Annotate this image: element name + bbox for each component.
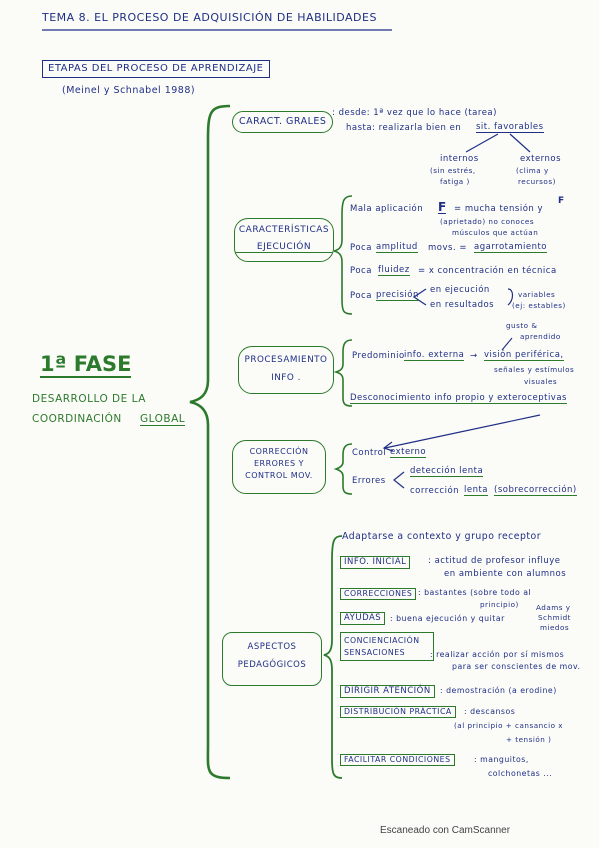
- ejecucion-box: CARACTERÍSTICAS EJECUCIÓN: [234, 218, 334, 262]
- ejec-mucha-tension: = mucha tensión y: [454, 204, 544, 214]
- facilitar-box: FACILITAR CONDICIONES: [340, 754, 455, 766]
- proc-predominio: Predominio: [352, 351, 405, 361]
- procesamiento-box-line1: PROCESAMIENTO: [244, 355, 328, 365]
- caract-externos: externos: [520, 154, 562, 164]
- concienciacion-b: para ser conscientes de mov.: [452, 662, 581, 671]
- facilitar-b: colchonetas ...: [488, 769, 553, 778]
- ejec-precision: precisión: [376, 290, 419, 301]
- correcciones-box: CORRECCIONES: [340, 588, 417, 600]
- proc-aprendido: aprendido: [520, 332, 561, 341]
- ejec-estables: (ej: estables): [512, 301, 566, 310]
- correc-errores: Errores: [352, 476, 386, 486]
- ejec-en-ejecucion: en ejecución: [430, 285, 490, 295]
- ejecucion-box-line2: EJECUCIÓN: [235, 243, 333, 253]
- correccion-box-line2: ERRORES Y: [253, 459, 305, 468]
- ejec-variables: variables: [518, 290, 556, 299]
- page-title: TEMA 8. EL PROCESO DE ADQUISICIÓN DE HAB…: [42, 11, 377, 24]
- concienciacion-box: CONCIENCIACIÓN SENSACIONES: [340, 632, 434, 662]
- caract-internos-sub2: fatiga ): [440, 177, 470, 186]
- ejec-fluidez: fluidez: [378, 265, 410, 276]
- correc-control: Control: [352, 448, 387, 458]
- caract-grales-box: CARACT. GRALES: [232, 111, 334, 133]
- aspectos-box-line2: PEDAGÓGICOS: [237, 659, 307, 670]
- concienciacion-box-line1: CONCIENCIACIÓN: [344, 636, 420, 645]
- authors-citation: (Meinel y Schnabel 1988): [62, 85, 196, 96]
- ayudas-a: : buena ejecución y quitar: [390, 614, 505, 623]
- correc-lenta: lenta: [464, 485, 489, 496]
- proc-visuales: visuales: [524, 377, 558, 386]
- info-inicial-a: : actitud de profesor influye: [428, 556, 561, 566]
- caract-externos-sub2: recursos): [518, 177, 556, 186]
- caract-sit-favorables: sit. favorables: [476, 122, 544, 133]
- ejec-agarrotamiento: agarrotamiento: [474, 242, 547, 253]
- caract-internos: internos: [440, 154, 479, 164]
- ayudas-box: AYUDAS: [340, 612, 386, 625]
- caract-hasta: hasta: realizarla bien en: [346, 123, 462, 133]
- correc-sobrecorreccion: (sobrecorrección): [494, 485, 577, 496]
- concienciacion-a: : realizar acción por sí mismos: [430, 650, 565, 659]
- correc-correccion: corrección: [410, 486, 460, 496]
- ejec-aprietado: (aprietado) no conoces: [440, 217, 535, 226]
- ejec-amplitud: amplitud: [376, 242, 418, 253]
- distribucion-c: + tensión ): [506, 735, 552, 744]
- correcciones-b: principio): [480, 600, 519, 609]
- facilitar-a: : manguitos,: [474, 755, 529, 764]
- correccion-box-line3: CONTROL MOV.: [245, 471, 313, 480]
- caract-internos-sub1: (sin estrés,: [430, 166, 476, 175]
- info-inicial-box: INFO. INICIAL: [340, 556, 411, 569]
- phase-subtitle-3: GLOBAL: [140, 413, 186, 426]
- phase-subtitle-2: COORDINACIÓN: [32, 413, 122, 425]
- correcciones-c: Adams y: [536, 603, 571, 612]
- ejecucion-box-line1: CARACTERÍSTICAS: [238, 225, 330, 235]
- procesamiento-box-line2: INFO .: [271, 372, 301, 383]
- distribucion-box: DISTRIBUCIÓN PRÁCTICA: [340, 706, 456, 718]
- force-symbol: F: [438, 200, 447, 214]
- proc-gusto: gusto &: [506, 321, 538, 330]
- ejec-poca-2: Poca: [350, 266, 372, 276]
- ejec-poca-3: Poca: [350, 291, 372, 301]
- phase-title: 1ª FASE: [40, 352, 132, 378]
- ejec-en-resultados: en resultados: [430, 300, 495, 310]
- proc-desconocimiento: Desconocimiento info propio y exterocept…: [350, 393, 567, 404]
- dirigir-atencion-box: DIRIGIR ATENCIÓN: [340, 685, 435, 698]
- aspectos-box-line1: ASPECTOS: [247, 642, 297, 652]
- correc-externo: externo: [390, 447, 427, 458]
- proc-info-externa: info. externa: [404, 350, 465, 361]
- phase-subtitle-1: DESARROLLO DE LA: [32, 393, 146, 405]
- section-header: ETAPAS DEL PROCESO DE APRENDIZAJE: [42, 60, 270, 78]
- distribucion-b: (al principio + cansancio x: [454, 721, 564, 730]
- proc-arrow: →: [470, 351, 478, 361]
- concienciacion-box-line2: SENSACIONES: [344, 647, 406, 657]
- correcciones-d: Schmidt: [538, 613, 571, 622]
- force-symbol-2: F: [558, 196, 565, 206]
- procesamiento-box: PROCESAMIENTO INFO .: [238, 346, 334, 394]
- aspectos-box: ASPECTOS PEDAGÓGICOS: [222, 632, 322, 686]
- ejec-movs: movs. =: [428, 243, 467, 253]
- ejec-poca-1: Poca: [350, 243, 372, 253]
- dirigir-atencion-a: : demostración (a erodine): [440, 686, 557, 695]
- aspectos-adaptarse: Adaptarse a contexto y grupo receptor: [342, 531, 542, 542]
- ejec-musculos: músculos que actúan: [452, 228, 539, 237]
- ejec-mala-aplicacion: Mala aplicación: [350, 204, 424, 214]
- distribucion-a: : descansos: [464, 707, 516, 716]
- correccion-box-line1: CORRECCIÓN: [249, 447, 309, 456]
- proc-vision-periferica: visión periférica,: [484, 350, 564, 361]
- correc-deteccion: detección lenta: [410, 466, 484, 477]
- caract-externos-sub1: (clima y: [516, 166, 549, 175]
- correcciones-a: : bastantes (sobre todo al: [418, 588, 532, 597]
- info-inicial-b: en ambiente con alumnos: [444, 569, 567, 579]
- camscanner-watermark: Escaneado con CamScanner: [380, 825, 511, 836]
- correccion-box: CORRECCIÓN ERRORES Y CONTROL MOV.: [232, 440, 326, 494]
- proc-senales: señales y estímulos: [494, 365, 575, 374]
- ayudas-miedos: miedos: [540, 623, 570, 632]
- ejec-concentracion: = x concentración en técnica: [418, 266, 557, 276]
- caract-desde: : desde: 1ª vez que lo hace (tarea): [332, 108, 497, 118]
